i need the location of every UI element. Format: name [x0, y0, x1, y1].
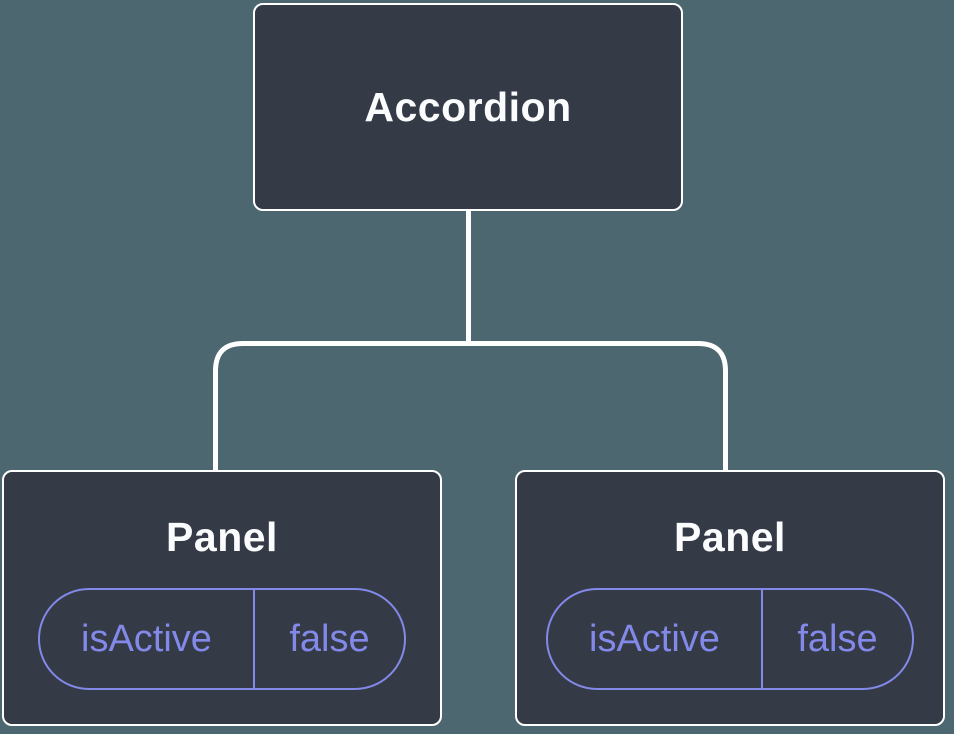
state-pill: isActive false — [546, 588, 914, 690]
state-name: isActive — [548, 590, 763, 688]
node-label-panel-1: Panel — [166, 514, 278, 560]
state-value: false — [797, 617, 878, 660]
state-name: isActive — [40, 590, 255, 688]
node-label-panel-2: Panel — [674, 514, 786, 560]
connector-branch — [213, 341, 728, 472]
component-node-accordion: Accordion — [253, 3, 683, 211]
state-value: false — [289, 617, 370, 660]
node-label-accordion: Accordion — [364, 83, 572, 130]
component-node-panel-1: Panel isActive false — [2, 470, 442, 726]
state-pill: isActive false — [38, 588, 406, 690]
component-node-panel-2: Panel isActive false — [515, 470, 945, 726]
